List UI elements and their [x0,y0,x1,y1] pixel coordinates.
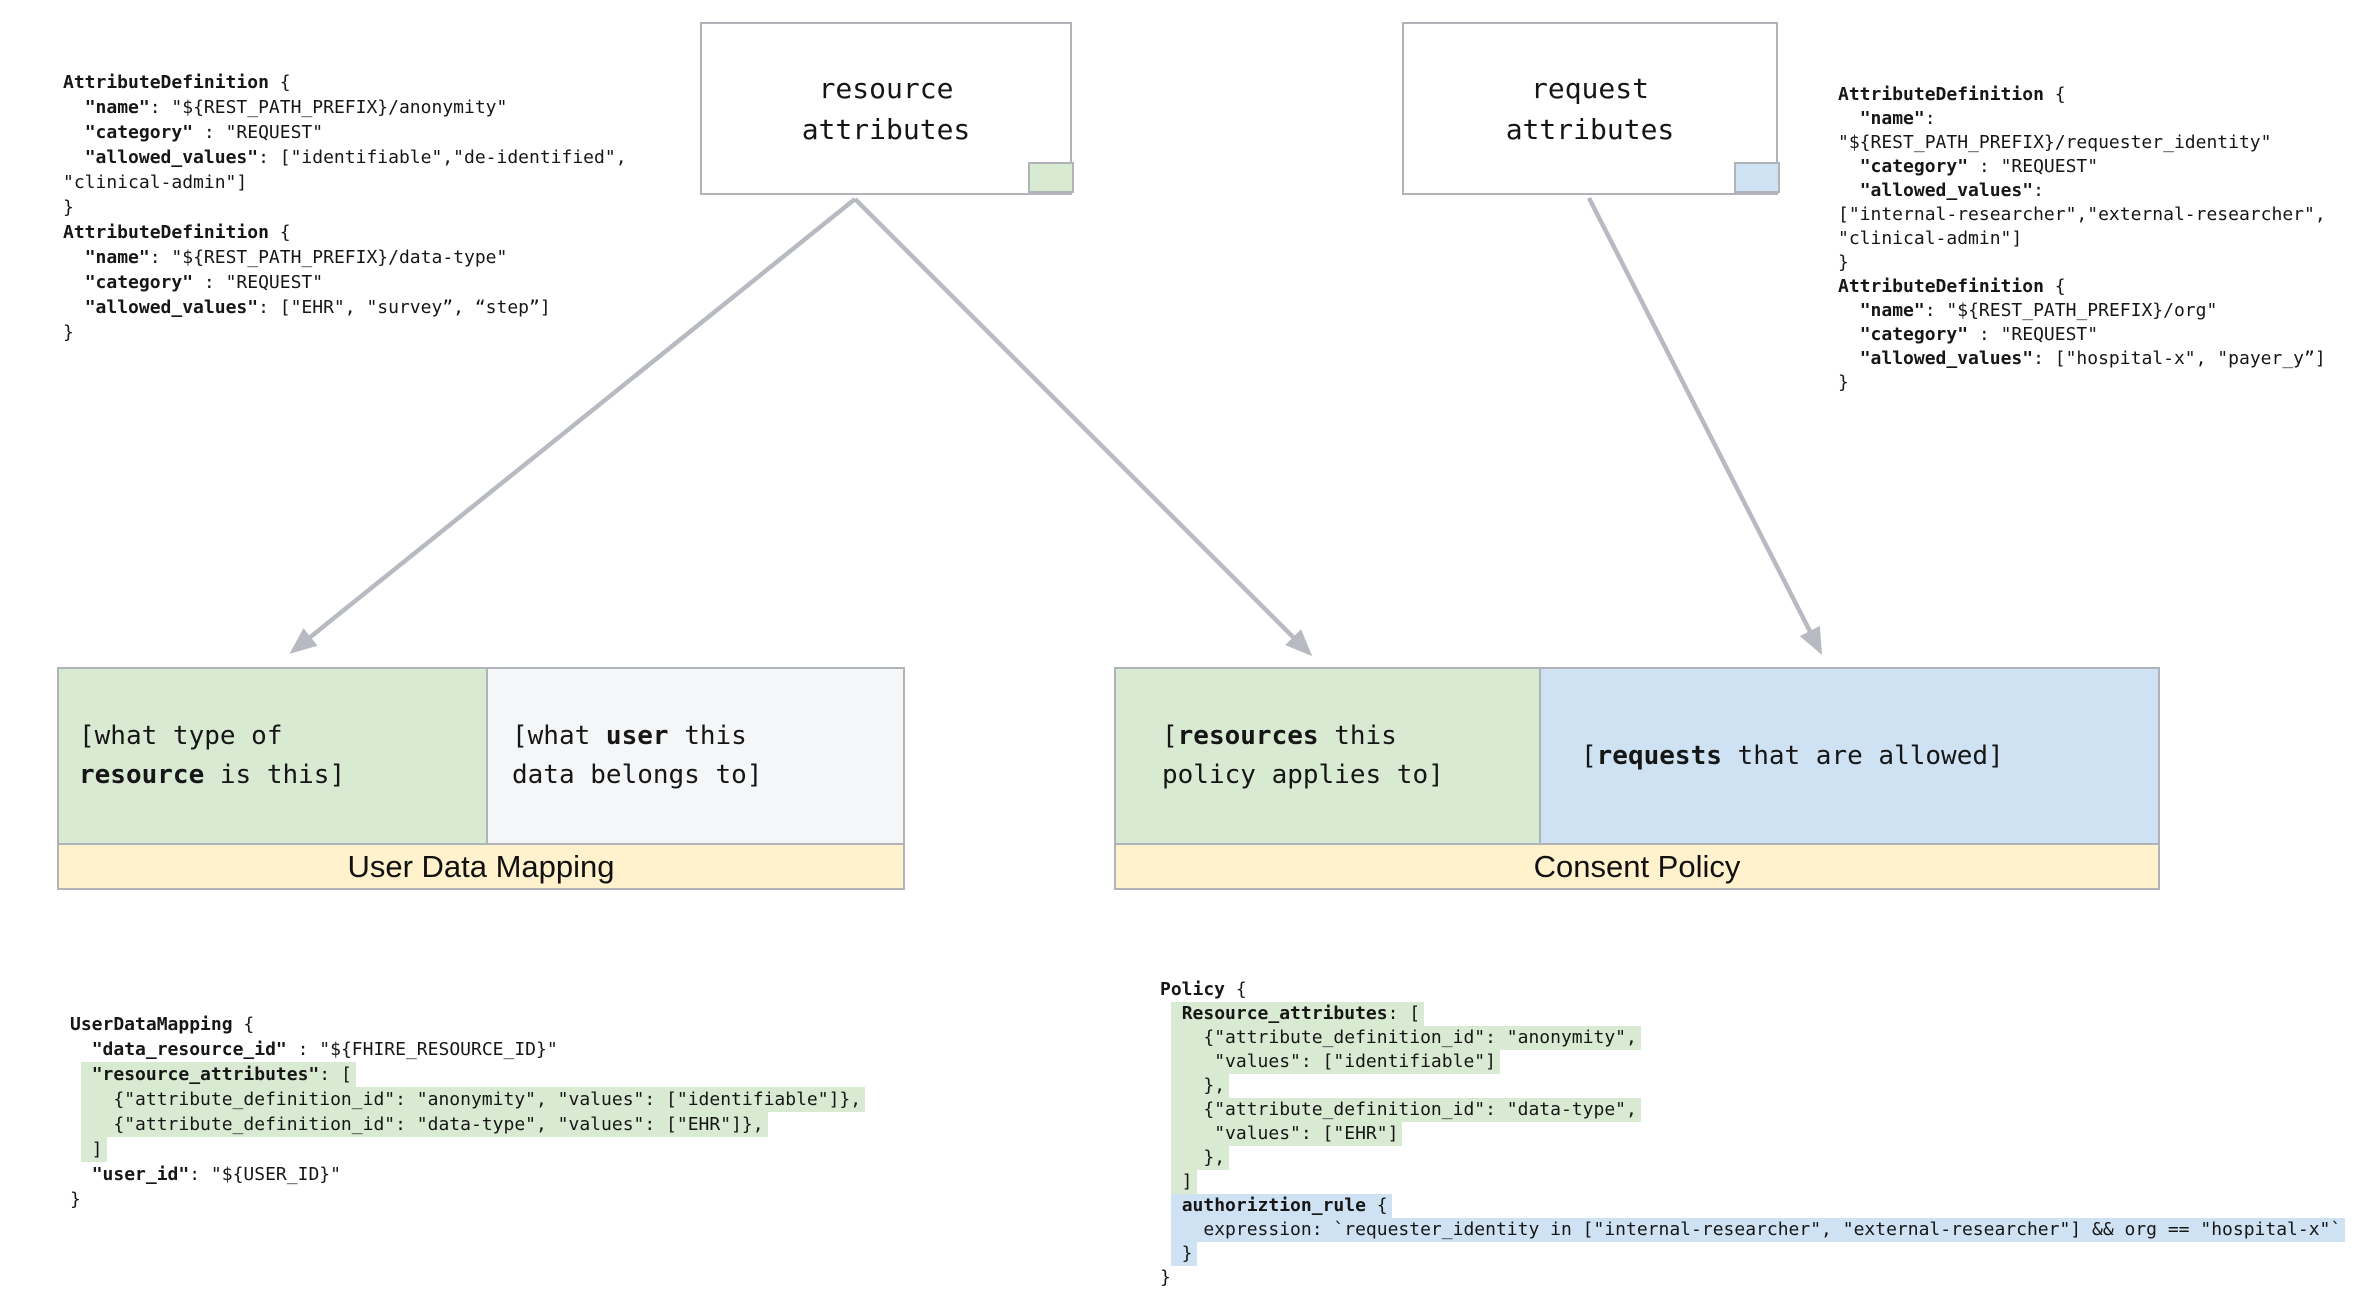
blue-swatch-icon [1734,162,1780,193]
resource-attributes-label-line2: attributes [801,112,971,146]
arrow-resource-attributes-box-to-consent-policy-resources-cell [853,197,1313,657]
resource-attributes-box: resource attributes [700,22,1074,195]
policy-code: Policy { Resource_attributes: [ {"attrib… [1160,978,2346,1290]
consent-policy-banner: Consent Policy [1114,845,2160,890]
user-data-mapping-code: UserDataMapping { "data_resource_id" : "… [70,1012,866,1212]
arrow-resource-attributes-box-to-user-data-mapping-box [289,197,857,654]
request-attributes-label-line2: attributes [1505,112,1675,146]
request-attributes-box: request attributes [1402,22,1780,195]
request-attributes-label-line1: request [1530,71,1649,105]
request-attribute-definitions-code: AttributeDefinition { "name":"${REST_PAT… [1838,84,2326,393]
resource-attribute-definitions-code: AttributeDefinition { "name": "${REST_PA… [63,72,627,343]
resource-attributes-label-line1: resource [818,71,954,105]
consent-policy-requests-cell: [requests that are allowed] [1541,667,2160,845]
user-data-mapping-banner: User Data Mapping [57,845,905,890]
green-swatch-icon [1028,162,1074,193]
arrow-request-attributes-box-to-consent-policy-requests-cell [1586,196,1823,656]
